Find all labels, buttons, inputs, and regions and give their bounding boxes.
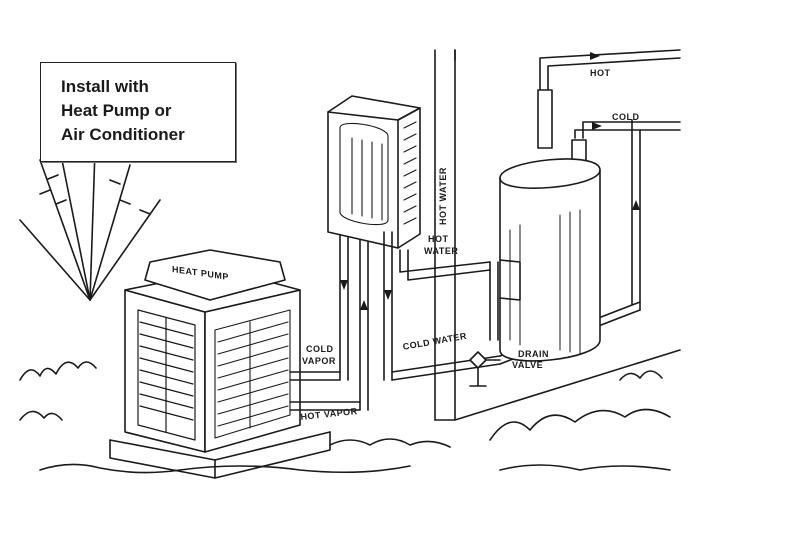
flow-arrows (340, 52, 640, 310)
palm-plant (19, 149, 161, 301)
label-drain-1: DRAIN (518, 349, 549, 359)
ground-vegetation (19, 361, 671, 474)
install-caption: Install with Heat Pump or Air Conditione… (40, 62, 236, 162)
drain-valve (469, 351, 501, 387)
house-wall (434, 49, 681, 421)
heat-exchanger-box (327, 95, 421, 249)
caption-line-2: Heat Pump or (61, 101, 172, 120)
label-hot-pipe: HOT (590, 68, 611, 78)
label-hot-water-riser: HOT WATER (438, 167, 448, 225)
vapor-lines (289, 225, 369, 411)
heat-pump-unit (109, 249, 331, 479)
label-drain-2: VALVE (512, 360, 544, 370)
label-hot-water-outlet-2: WATER (424, 246, 459, 256)
label-hot-water-outlet-1: HOT (428, 234, 449, 244)
label-cold-vapor-2: VAPOR (302, 356, 336, 366)
water-heater-tank (499, 158, 601, 362)
caption-line-3: Air Conditioner (61, 125, 185, 144)
caption-line-1: Install with (61, 77, 149, 96)
label-cold-vapor-1: COLD (306, 344, 334, 354)
label-cold-pipe: COLD (612, 112, 640, 122)
